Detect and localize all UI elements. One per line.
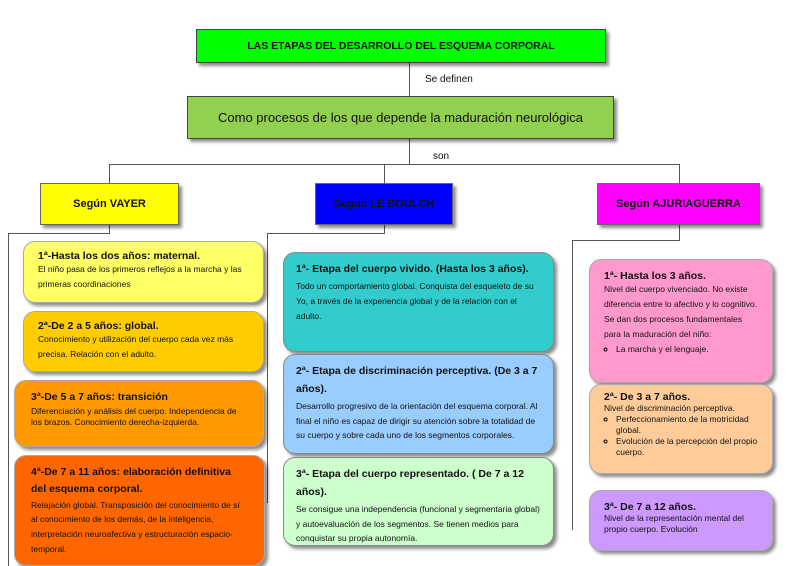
bullet-item: Evolución de la percepción del propio cu… [616,436,758,458]
connector-line [267,233,268,503]
connector-line [572,240,680,241]
vayer-stage-3: 3ª-De 5 a 7 años: transición Diferenciac… [14,380,264,447]
connector-line [267,233,385,234]
leboulch-stage-3: 3ª- Etapa del cuerpo representado. ( De … [283,457,554,546]
connector-line [409,139,410,164]
stage-text: Conocimiento y utilización del cuerpo ca… [38,334,234,359]
stage-title: 1ª- Etapa del cuerpo vivido. (Hasta los … [296,263,529,275]
bullet-item: La marcha y el lenguaje. [616,342,758,357]
stage-text: El niño pasa de los primeros reflejos a … [38,264,242,289]
stage-title: 3ª- Etapa del cuerpo representado. ( De … [296,468,524,498]
connector-label-define: Se definen [425,74,473,85]
stage-text: Relajación global. Transposición del con… [31,499,240,555]
ajuriaguerra-stage-2: 2ª- De 3 a 7 años. Nivel de discriminaci… [589,384,773,474]
stage-title: 4ª-De 7 a 11 años: elaboración definitiv… [31,466,231,495]
ajuriaguerra-stage-3: 3ª- De 7 a 12 años. Nivel de la represen… [589,490,773,551]
vayer-stage-2: 2ª-De 2 a 5 años: global. Conocimiento y… [23,311,264,372]
connector-line [679,225,680,240]
connector-line [384,164,385,183]
heading-ajuriaguerra: Según AJURIAGUERRA [597,183,760,225]
connector-line [8,233,9,566]
stage-text: Diferenciación y análisis del cuerpo. In… [31,405,237,427]
vayer-stage-4: 4ª-De 7 a 11 años: elaboración definitiv… [14,455,265,566]
leboulch-stage-2: 2ª- Etapa de discriminación perceptiva. … [283,354,554,454]
leboulch-stage-1: 1ª- Etapa del cuerpo vivido. (Hasta los … [283,252,554,352]
stage-title: 2ª- Etapa de discriminación perceptiva. … [296,365,538,395]
stage-title: 2ª- De 3 a 7 años. [604,391,691,403]
stage-text: Nivel de la representación mental del pr… [604,513,744,535]
connector-line [109,164,679,165]
stage-text: Se consigue una independencia (funcional… [296,503,540,544]
heading-leboulch: Según LE BOULCH [315,183,453,225]
connector-line [109,164,110,183]
stage-title: 1ª-Hasta los dos años: maternal. [38,250,201,262]
connector-line [384,225,385,233]
stage-bullets: Perfeccionamiento de la motricidad globa… [604,414,758,458]
heading-vayer: Según VAYER [40,183,179,225]
vayer-stage-1: 1ª-Hasta los dos años: maternal. El niño… [23,241,264,303]
stage-title: 3ª-De 5 a 7 años: transición [31,391,168,403]
stage-text: Nivel de discriminación perceptiva. [604,403,735,413]
stage-title: 1ª- Hasta los 3 años. [604,270,706,282]
connector-line [679,164,680,183]
connector-line [109,225,110,233]
connector-label-son: son [433,151,450,162]
ajuriaguerra-stage-1: 1ª- Hasta los 3 años. Nivel del cuerpo v… [589,259,773,383]
connector-line [8,233,110,234]
stage-text: Todo un comportamiento global. Conquista… [296,280,534,321]
stage-text: Desarrollo progresivo de la orientación … [296,400,538,441]
stage-title: 2ª-De 2 a 5 años: global. [38,320,159,332]
bullet-item: Perfeccionamiento de la motricidad globa… [616,414,758,436]
connector-line [409,63,410,96]
stage-text: Nivel del cuerpo vivenciado. No existe d… [604,284,758,339]
connector-line [572,240,573,530]
definition-box: Como procesos de los que depende la madu… [187,96,614,139]
stage-bullets: La marcha y el lenguaje. [604,342,758,357]
stage-title: 3ª- De 7 a 12 años. [604,501,697,513]
diagram-title: LAS ETAPAS DEL DESARROLLO DEL ESQUEMA CO… [196,29,606,63]
